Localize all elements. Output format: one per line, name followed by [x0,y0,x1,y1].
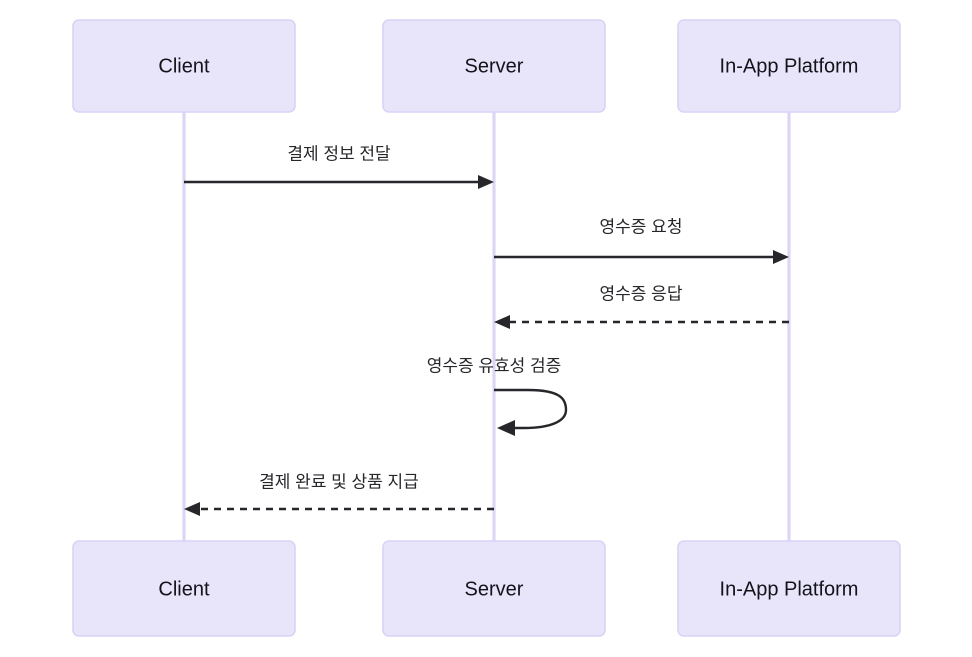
participant-label-platform: In-App Platform [720,55,859,77]
participant-footer-server[interactable]: Server [382,540,606,637]
arrowhead-right-icon-2 [773,250,789,264]
arrowhead-left-icon-5 [184,502,200,516]
message-5: 결제 완료 및 상품 지급 [184,472,494,516]
participant-box-server-bottom [382,540,606,637]
participant-header-server[interactable]: Server [382,19,606,113]
participant-footer-row: Client Server In-App Platform [72,540,901,637]
participant-box-client [72,19,296,113]
participant-label-client: Client [158,55,210,77]
self-loop-path [494,388,568,430]
arrowhead-left-icon-3 [494,315,510,329]
participant-label-server-bottom: Server [465,578,524,600]
message-2: 영수증 요청 [494,217,789,264]
arrowhead-right-icon-1 [478,175,494,189]
participant-header-platform[interactable]: In-App Platform [677,19,901,113]
lifelines [182,112,791,541]
message-4-self: 영수증 유효성 검증 [427,356,568,436]
participant-footer-client[interactable]: Client [72,540,296,637]
participant-box-platform-bottom [677,540,901,637]
message-label-3: 영수증 응답 [600,284,683,303]
participant-label-server: Server [465,55,524,77]
participant-footer-platform[interactable]: In-App Platform [677,540,901,637]
participant-box-server [382,19,606,113]
arrowhead-left-icon-4 [497,420,515,436]
message-label-2: 영수증 요청 [600,217,683,236]
message-label-4: 영수증 유효성 검증 [427,356,562,375]
message-3: 영수증 응답 [494,284,789,329]
message-label-1: 결제 정보 전달 [287,144,391,163]
participant-box-platform [677,19,901,113]
participant-label-platform-bottom: In-App Platform [720,578,859,600]
participant-header-client[interactable]: Client [72,19,296,113]
participant-label-client-bottom: Client [158,578,210,600]
message-label-5: 결제 완료 및 상품 지급 [259,472,419,491]
message-1: 결제 정보 전달 [184,144,494,189]
participant-box-client-bottom [72,540,296,637]
participant-header-row: Client Server In-App Platform [72,19,901,113]
